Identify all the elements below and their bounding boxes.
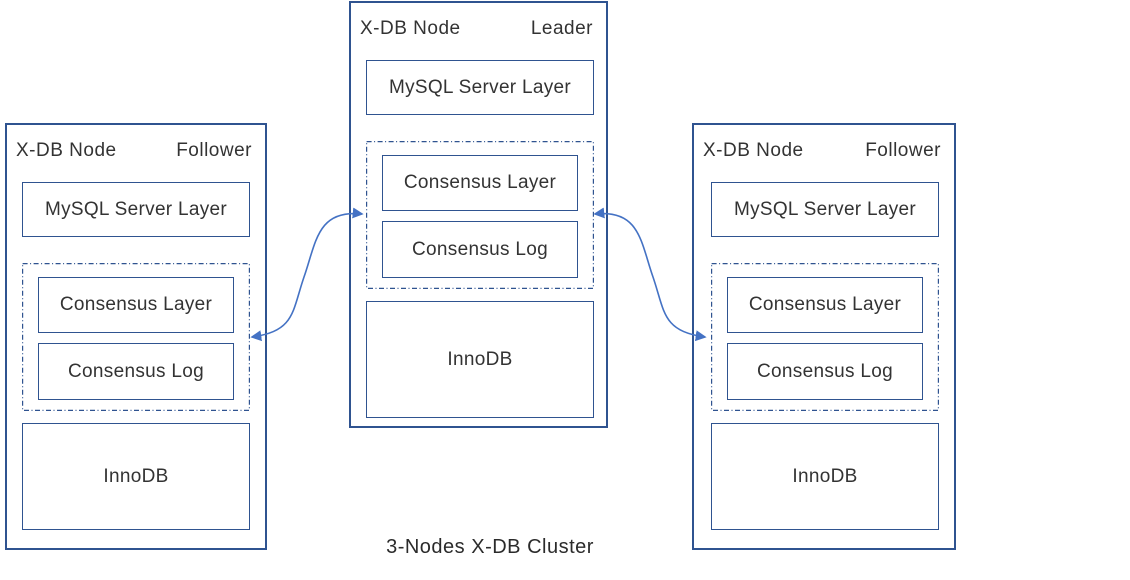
consensus-log-box: Consensus Log	[38, 343, 234, 400]
innodb-box: InnoDB	[366, 301, 594, 418]
node-role-badge: Follower	[865, 140, 941, 161]
consensus-layer-box: Consensus Layer	[382, 155, 578, 211]
node-header: X-DB Node Leader	[360, 18, 593, 40]
node-follower-left: X-DB Node Follower MySQL Server Layer Co…	[5, 123, 267, 550]
node-header: X-DB Node Follower	[16, 140, 252, 162]
dashdot-border	[711, 263, 939, 411]
consensus-layer-box: Consensus Layer	[727, 277, 923, 333]
node-role-badge: Follower	[176, 140, 252, 161]
replication-arrow-right	[593, 207, 707, 342]
consensus-group: Consensus Layer Consensus Log	[366, 141, 594, 289]
innodb-box: InnoDB	[711, 423, 939, 530]
consensus-log-box: Consensus Log	[382, 221, 578, 278]
replication-arrow-left	[250, 207, 364, 342]
node-title: X-DB Node	[703, 140, 804, 161]
dashdot-border	[22, 263, 250, 411]
node-title: X-DB Node	[16, 140, 117, 161]
mysql-server-layer-box: MySQL Server Layer	[22, 182, 250, 237]
diagram-caption: 3-Nodes X-DB Cluster	[386, 536, 594, 558]
consensus-group: Consensus Layer Consensus Log	[711, 263, 939, 411]
node-role-badge: Leader	[530, 18, 593, 39]
consensus-group: Consensus Layer Consensus Log	[22, 263, 250, 411]
mysql-server-layer-box: MySQL Server Layer	[366, 60, 594, 115]
consensus-layer-box: Consensus Layer	[38, 277, 234, 333]
node-follower-right: X-DB Node Follower MySQL Server Layer Co…	[692, 123, 956, 550]
mysql-server-layer-box: MySQL Server Layer	[711, 182, 939, 237]
consensus-log-box: Consensus Log	[727, 343, 923, 400]
node-title: X-DB Node	[360, 18, 461, 39]
innodb-box: InnoDB	[22, 423, 250, 530]
node-leader-center: X-DB Node Leader MySQL Server Layer Cons…	[349, 1, 608, 428]
node-header: X-DB Node Follower	[703, 140, 941, 162]
